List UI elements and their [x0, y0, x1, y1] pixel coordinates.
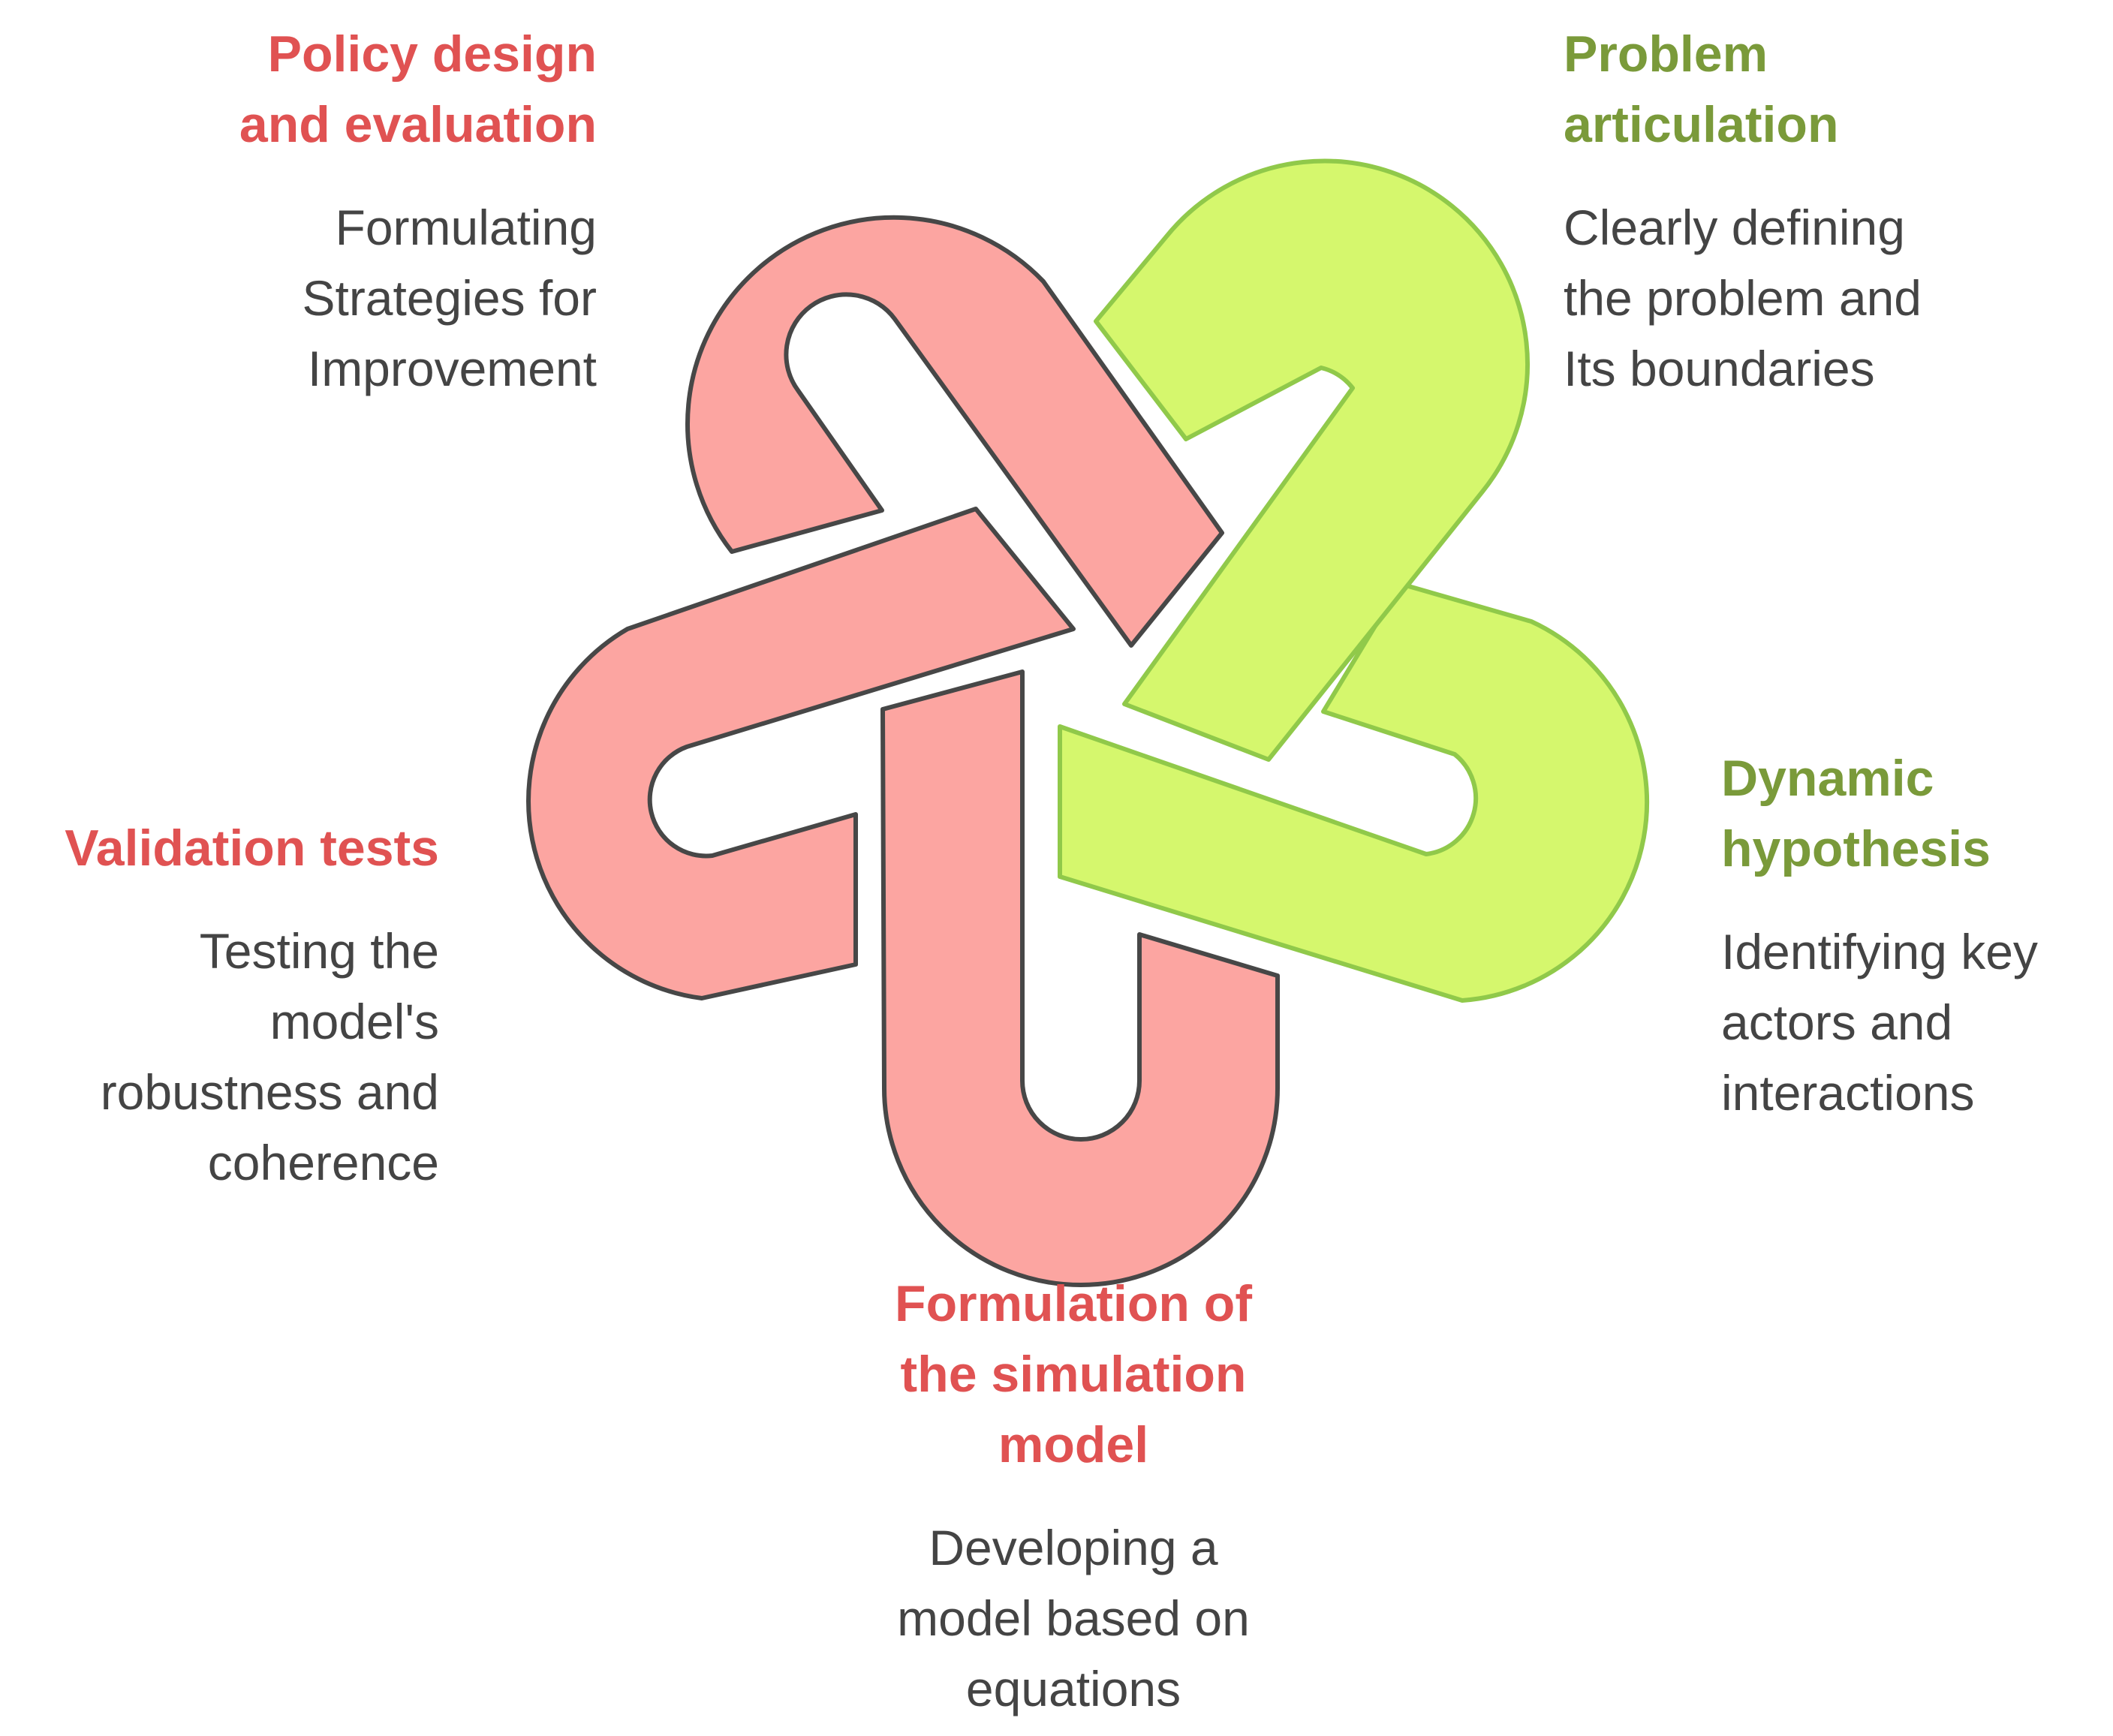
step-validation: Validation tests Testing the model's rob…: [15, 813, 439, 1198]
loop-dynamic: [1058, 582, 1650, 1003]
step-dynamic: Dynamic hypothesis Identifying key actor…: [1721, 743, 2104, 1128]
step-policy: Policy design and evaluation Formulating…: [135, 19, 597, 404]
loop-policy: [685, 215, 1224, 648]
step-policy-title: Policy design and evaluation: [239, 26, 597, 153]
step-formulation-desc: Developing a model based on equations: [897, 1520, 1250, 1716]
step-problem-title: Problem articulation: [1564, 26, 1839, 153]
loop-validation: [526, 507, 1076, 1000]
step-dynamic-title: Dynamic hypothesis: [1721, 750, 1991, 877]
step-validation-desc: Testing the model's robustness and coher…: [100, 923, 439, 1190]
step-validation-title: Validation tests: [65, 820, 439, 877]
step-formulation: Formulation of the simulation model Deve…: [811, 1268, 1336, 1724]
loop-formulation: [880, 669, 1280, 1287]
loop-problem: [1094, 158, 1531, 762]
step-policy-desc: Formulating Strategies for Improvement: [302, 200, 597, 396]
step-dynamic-desc: Identifying key actors and interactions: [1721, 924, 2038, 1121]
step-formulation-title: Formulation of the simulation model: [895, 1275, 1252, 1473]
step-problem: Problem articulation Clearly defining th…: [1564, 19, 2044, 404]
step-problem-desc: Clearly defining the problem and Its bou…: [1564, 200, 1922, 396]
